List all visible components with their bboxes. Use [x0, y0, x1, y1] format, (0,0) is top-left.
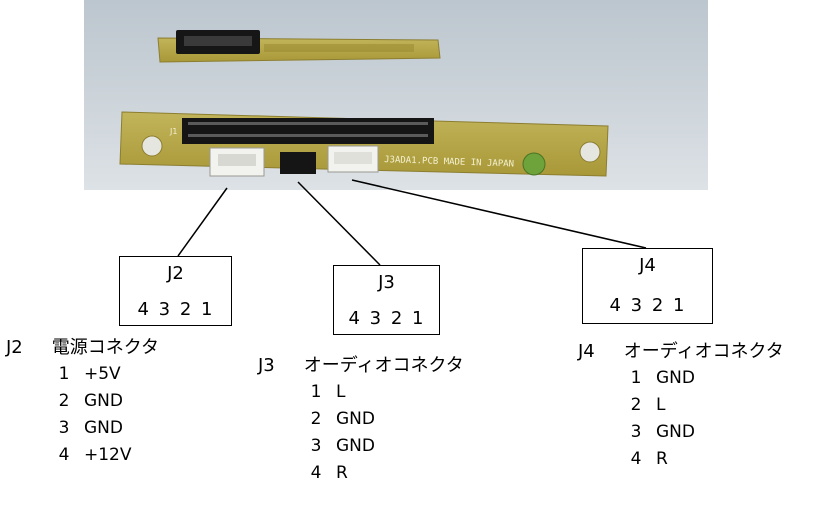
j4-heading: J4 オーディオコネクタ — [578, 338, 784, 365]
pin-number: 3 — [630, 422, 642, 442]
pin-number: 4 — [58, 445, 70, 465]
j3-heading-id: J3 — [258, 355, 275, 376]
pin-signal: R — [656, 449, 668, 469]
leader-line-j2 — [177, 187, 228, 257]
j2-box-title: J2 — [167, 263, 184, 284]
pin-signal: GND — [336, 409, 375, 429]
pin-number: 1 — [630, 368, 642, 388]
j4-pin-row: 1 GND — [616, 365, 784, 392]
j2-pin-row: 1 +5V — [44, 361, 159, 388]
j4-box-pins: 4 3 2 1 — [609, 295, 686, 316]
j2-pin-row: 4 +12V — [44, 442, 159, 469]
j1-silk-label: J1 — [169, 127, 177, 136]
j4-heading-id: J4 — [578, 341, 595, 362]
j2-heading-name: 電源コネクタ — [51, 337, 160, 358]
j3-pin-box: J3 4 3 2 1 — [333, 265, 440, 335]
pin-number: 1 — [310, 382, 322, 402]
j3-pin-header — [280, 152, 316, 174]
j3-pin-row: 3 GND — [296, 433, 464, 460]
pin-signal: +5V — [84, 364, 121, 384]
pin-signal: GND — [336, 436, 375, 456]
pin-number: 4 — [630, 449, 642, 469]
j3-box-pins: 4 3 2 1 — [348, 308, 425, 329]
mount-hole-left — [141, 135, 163, 157]
main-board: J1 J3ADA1.PCB MADE IN JAPAN — [119, 111, 609, 177]
pin-number: 3 — [310, 436, 322, 456]
j2-pin-row: 3 GND — [44, 415, 159, 442]
leader-line-j4 — [351, 179, 647, 249]
j3-pin-row: 2 GND — [296, 406, 464, 433]
j4-heading-name: オーディオコネクタ — [623, 341, 784, 362]
pin-number: 4 — [310, 463, 322, 483]
j2-heading: J2 電源コネクタ — [6, 334, 159, 361]
pin-number: 2 — [630, 395, 642, 415]
pin-signal: GND — [84, 418, 123, 438]
pin-number: 3 — [58, 418, 70, 438]
j2-pin-box: J2 4 3 2 1 — [119, 256, 232, 326]
pin-number: 1 — [58, 364, 70, 384]
pin-number: 2 — [58, 391, 70, 411]
j4-pin-row: 3 GND — [616, 419, 784, 446]
j3-box-title: J3 — [378, 272, 395, 293]
leader-line-j3 — [297, 181, 381, 266]
mount-hole-right — [579, 141, 601, 163]
pcb-photo: J1 J3ADA1.PCB MADE IN JAPAN — [84, 0, 708, 190]
pin-signal: L — [656, 395, 666, 415]
pin-signal: GND — [84, 391, 123, 411]
pin-signal: +12V — [84, 445, 132, 465]
j3-heading: J3 オーディオコネクタ — [258, 352, 464, 379]
pin-signal: L — [336, 382, 346, 402]
pin-signal: GND — [656, 368, 695, 388]
j2-box-pins: 4 3 2 1 — [137, 299, 214, 320]
board-silk-model: J3ADA1.PCB MADE IN JAPAN — [384, 155, 514, 170]
pin-signal: GND — [656, 422, 695, 442]
pin-number: 2 — [310, 409, 322, 429]
green-component — [522, 152, 546, 176]
j4-pin-box: J4 4 3 2 1 — [582, 248, 713, 324]
j2-pin-row: 2 GND — [44, 388, 159, 415]
pin-signal: R — [336, 463, 348, 483]
j3-heading-name: オーディオコネクタ — [303, 355, 464, 376]
j2-heading-id: J2 — [6, 337, 23, 358]
j1-pin-header — [182, 118, 434, 144]
upper-board — [157, 30, 441, 63]
j4-box-title: J4 — [639, 255, 656, 276]
